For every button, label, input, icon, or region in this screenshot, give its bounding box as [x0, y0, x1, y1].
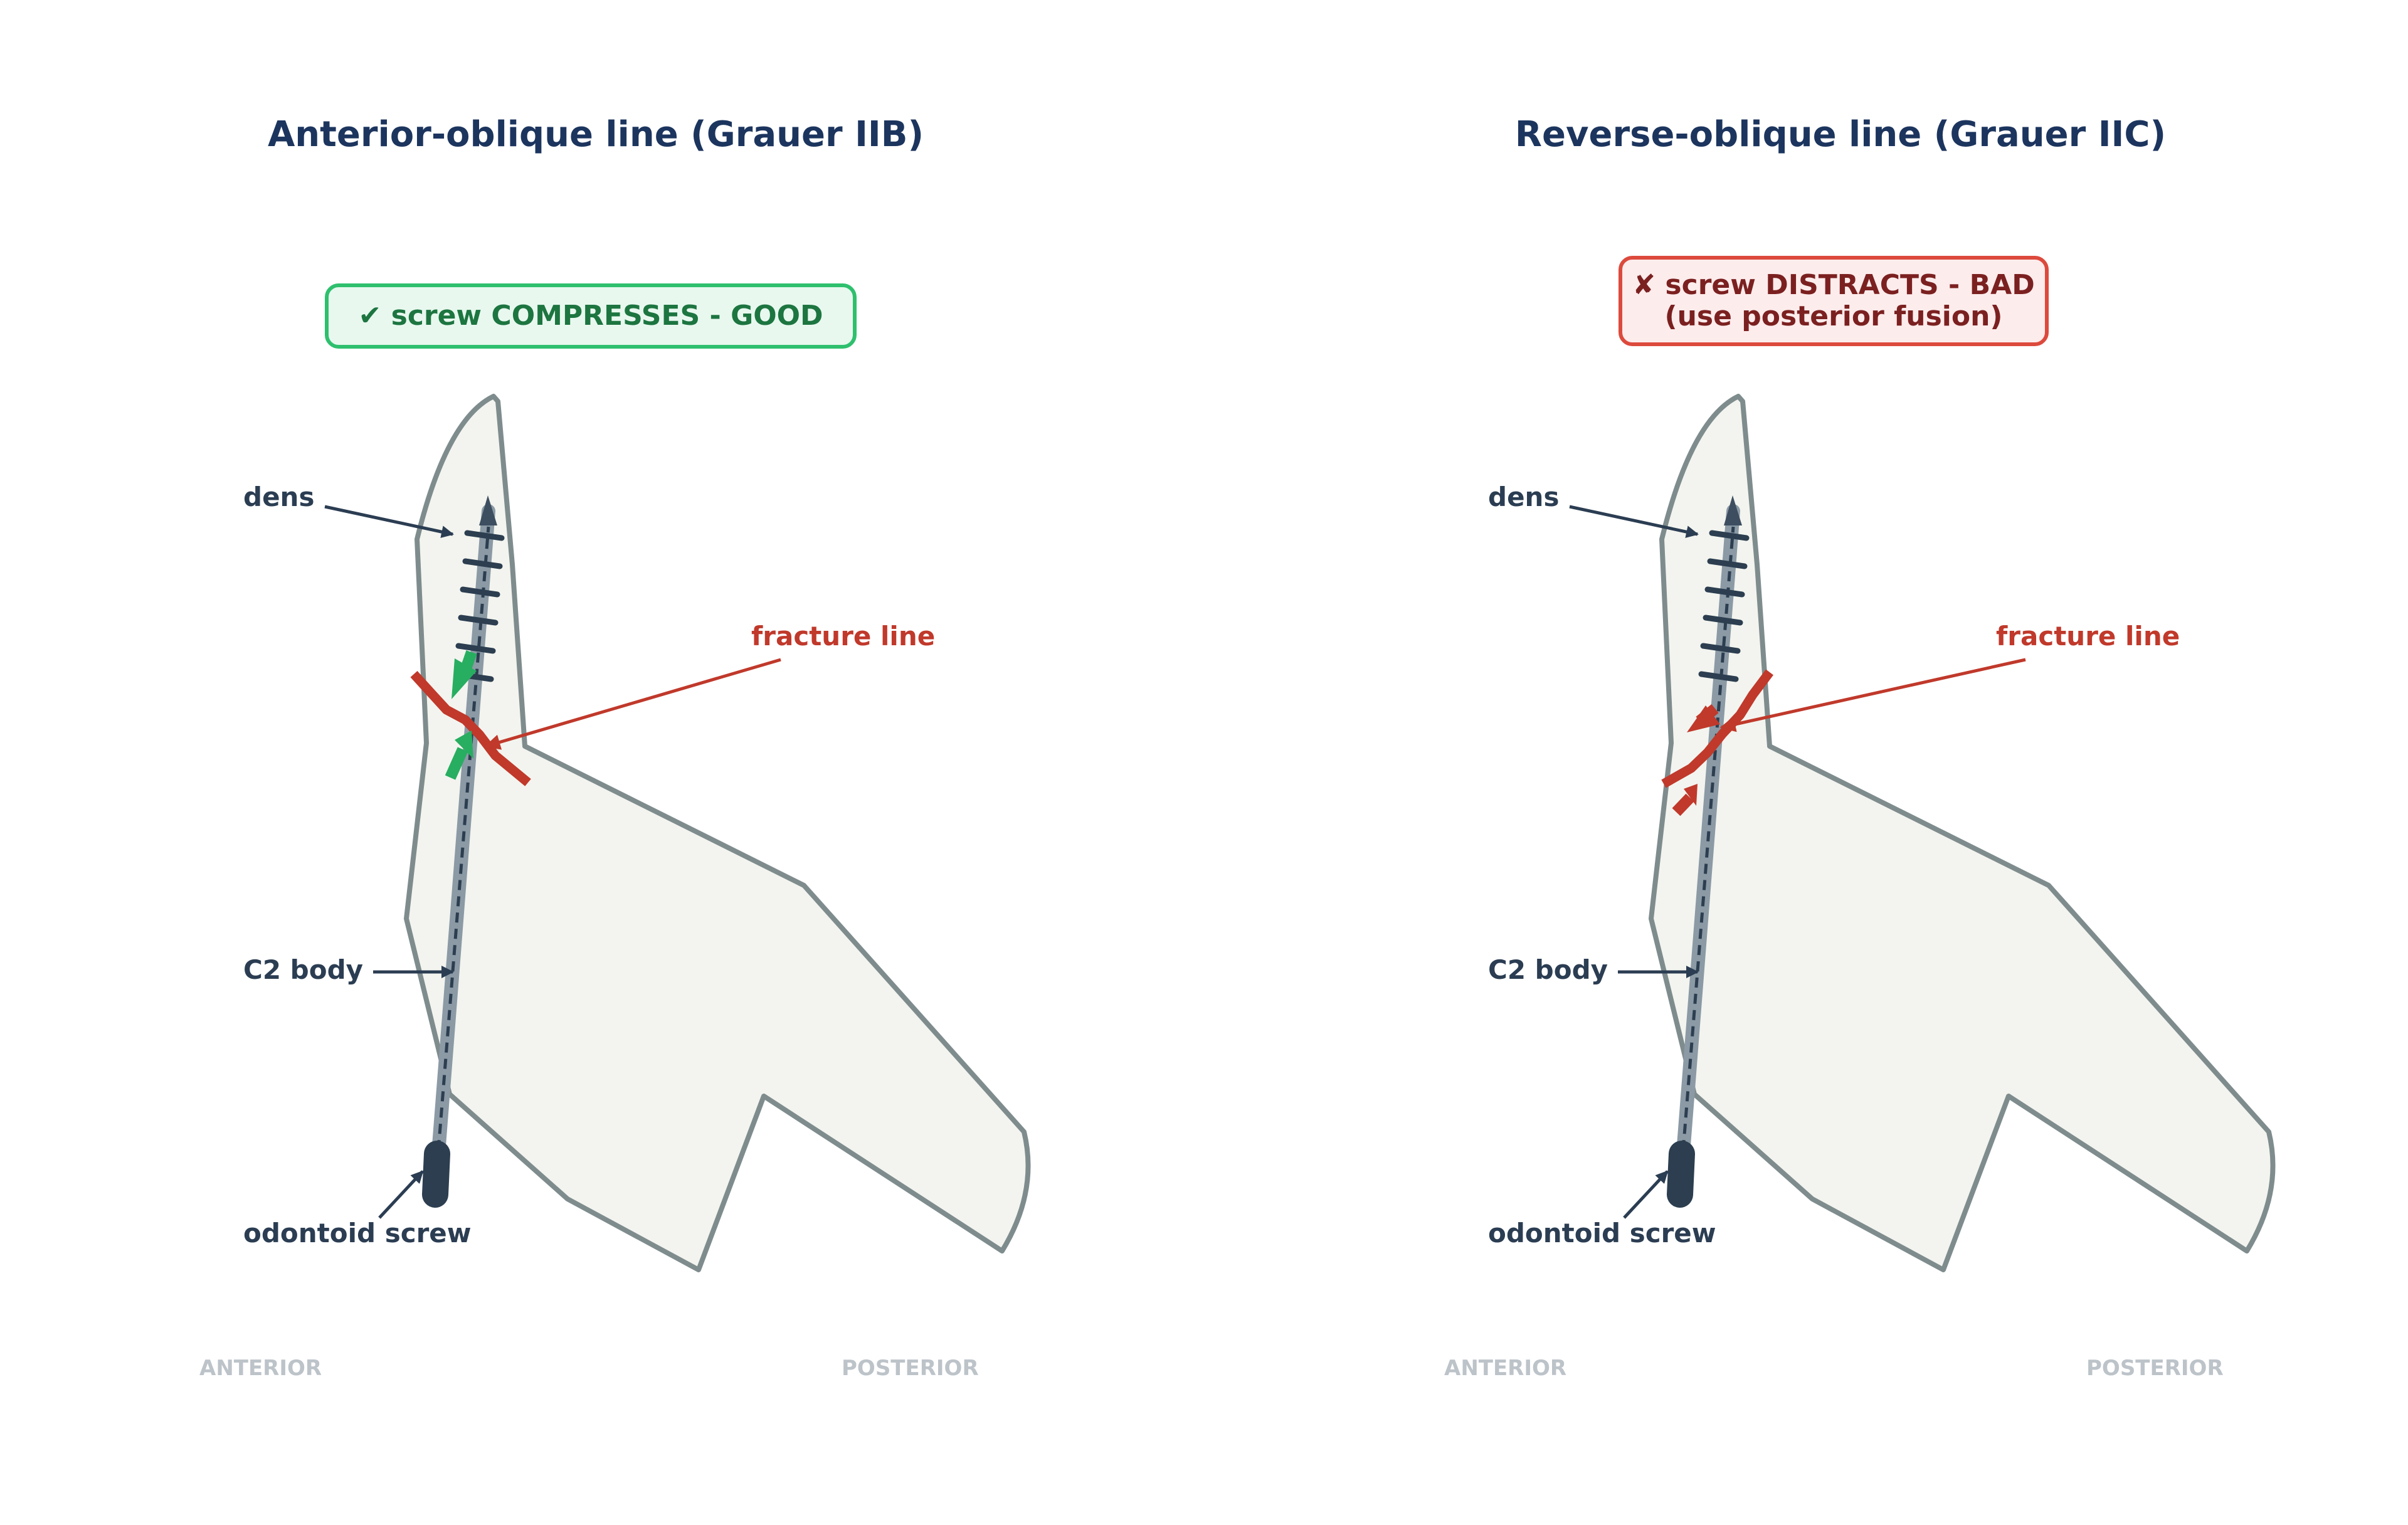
c2-diagram [324, 394, 1031, 1272]
dens-leader [1569, 505, 1699, 538]
c2-vertebra-outline [1649, 394, 2276, 1272]
anterior-label: ANTERIOR [199, 1356, 322, 1381]
fracture-line-label: fracture line [751, 621, 936, 652]
c2-body-label: C2 body [243, 954, 364, 985]
c2-diagram [1569, 394, 2276, 1272]
result-callout-good: ✔ screw COMPRESSES - GOOD [325, 283, 857, 349]
screw-head [1667, 1141, 1695, 1208]
callout-text-line1: ✘ screw DISTRACTS - BAD [1632, 269, 2035, 301]
panel-reverse-oblique: Reverse-oblique line (Grauer IIC) [1245, 0, 2408, 1525]
fracture-line [1661, 669, 1773, 788]
screw-threads [1698, 530, 1750, 682]
posterior-label: POSTERIOR [2086, 1356, 2224, 1381]
result-callout-bad: ✘ screw DISTRACTS - BAD (use posterior f… [1619, 256, 2049, 346]
panel-title: Anterior-oblique line (Grauer IIB) [267, 114, 924, 155]
fracture-leader [1719, 658, 2026, 732]
c2-body-label: C2 body [1488, 954, 1608, 985]
c2-vertebra-outline [404, 394, 1031, 1272]
screw-core [1680, 526, 1735, 1167]
screw-threads [453, 530, 505, 682]
distraction-arrows [1672, 704, 1720, 816]
dens-label: dens [1488, 482, 1560, 512]
fracture-leader [484, 658, 781, 750]
anterior-label: ANTERIOR [1444, 1356, 1567, 1381]
odontoid-screw-label: odontoid screw [1488, 1218, 1716, 1248]
screw-head [422, 1141, 450, 1208]
fracture-line-label: fracture line [1996, 621, 2180, 652]
screw-core [435, 526, 490, 1167]
screw-leader [1623, 1170, 1669, 1219]
compression-arrows [445, 650, 477, 780]
callout-text-line2: (use posterior fusion) [1664, 300, 2003, 332]
screw-tip [479, 495, 497, 525]
dens-label: dens [243, 482, 315, 512]
odontoid-screw-label: odontoid screw [243, 1218, 472, 1248]
callout-text: ✔ screw COMPRESSES - GOOD [358, 300, 823, 332]
screw-tip [1724, 495, 1742, 525]
screw-leader [378, 1170, 424, 1219]
panel-anterior-oblique: Anterior-oblique line (Grauer IIB) [199, 114, 1031, 1381]
posterior-label: POSTERIOR [842, 1356, 979, 1381]
fracture-line [410, 670, 531, 786]
dens-leader [324, 505, 454, 538]
panel-title: Reverse-oblique line (Grauer IIC) [1514, 114, 2167, 155]
